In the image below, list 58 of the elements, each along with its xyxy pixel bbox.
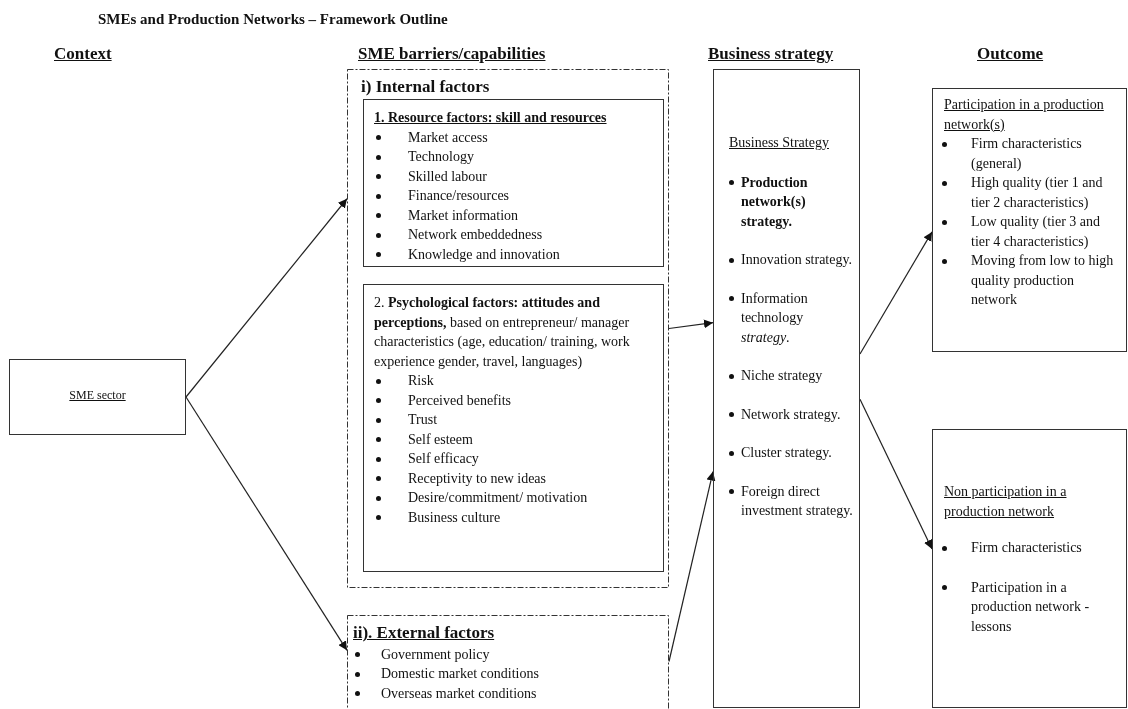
list-item: Self esteem: [374, 429, 659, 449]
list-item: Self efficacy: [374, 449, 659, 469]
box-heading: ii). External factors: [353, 623, 496, 643]
strategy-item: Network strategy.: [727, 404, 855, 424]
list-item: Trust: [374, 410, 659, 430]
box-heading: 2. Psychological factors: attitudes and perceptions, based on entrepreneur/ manager characteristics (age, education/ training, work experience gender, travel, languages): [374, 294, 631, 371]
list-item: Market access: [374, 127, 659, 147]
list-item: Perceived benefits: [374, 390, 659, 410]
box-heading: Business Strategy: [729, 134, 830, 152]
group-heading: i) Internal factors: [361, 77, 490, 97]
box-heading: Non participation in a production network: [944, 483, 1068, 521]
strategy-item: Foreign direct investment strategy.: [727, 481, 855, 521]
list-item: Desire/commitment/ motivation: [374, 488, 659, 508]
list-item: Overseas market conditions: [353, 683, 665, 703]
strategy-item: Cluster strategy.: [727, 443, 855, 463]
strategy-item: Information technology strategy.: [727, 288, 855, 347]
strategy-item: Production network(s) strategy.: [727, 172, 855, 231]
arrow: [859, 231, 933, 355]
outcome-box: [932, 429, 1127, 708]
list-item: Moving from low to high quality production network: [940, 251, 1122, 310]
list-item: Participation in a production network - lessons: [940, 577, 1122, 636]
box-heading: 1. Resource factors: skill and resources: [374, 109, 608, 127]
list-item: Government policy: [353, 644, 665, 664]
process-box: [9, 359, 186, 435]
list-item: Risk: [374, 371, 659, 391]
dashed-group-box: [347, 615, 669, 708]
list-item: Domestic market conditions: [353, 664, 665, 684]
strategy-item: Innovation strategy.: [727, 250, 855, 270]
outcome-box: [932, 88, 1127, 352]
list-item: Firm characteristics: [940, 538, 1122, 558]
column-heading: Outcome: [977, 44, 1044, 64]
arrow: [668, 470, 716, 663]
list-item: Technology: [374, 147, 659, 167]
list-item: Firm characteristics (general): [940, 134, 1122, 173]
arrow: [185, 396, 348, 651]
arrow: [859, 398, 933, 550]
column-heading: Business strategy: [708, 44, 834, 64]
list-item: Receptivity to new ideas: [374, 468, 659, 488]
list-item: Business culture: [374, 507, 659, 527]
diagram-title: SMEs and Production Networks – Framework Outline: [98, 11, 448, 28]
arrow: [185, 198, 348, 398]
dashed-group-box: [347, 69, 669, 588]
list-item: Skilled labour: [374, 166, 659, 186]
list-item: Low quality (tier 3 and tier 4 characteristics): [940, 212, 1122, 251]
list-item: Finance/resources: [374, 186, 659, 206]
box-heading: Participation in a production network(s): [944, 96, 1105, 134]
column-heading: SME barriers/capabilities: [358, 44, 546, 64]
factor-box: [363, 284, 664, 572]
arrow: [668, 319, 714, 330]
list-item: Knowledge and innovation: [374, 244, 659, 264]
column-heading: Context: [54, 44, 112, 64]
box-label: SME sector: [68, 388, 127, 403]
factor-box: [363, 99, 664, 267]
strategy-box: [713, 69, 860, 708]
list-item: High quality (tier 1 and tier 2 characteristics): [940, 173, 1122, 212]
list-item: Market information: [374, 205, 659, 225]
list-item: Network embeddedness: [374, 225, 659, 245]
strategy-item: Niche strategy: [727, 366, 855, 386]
